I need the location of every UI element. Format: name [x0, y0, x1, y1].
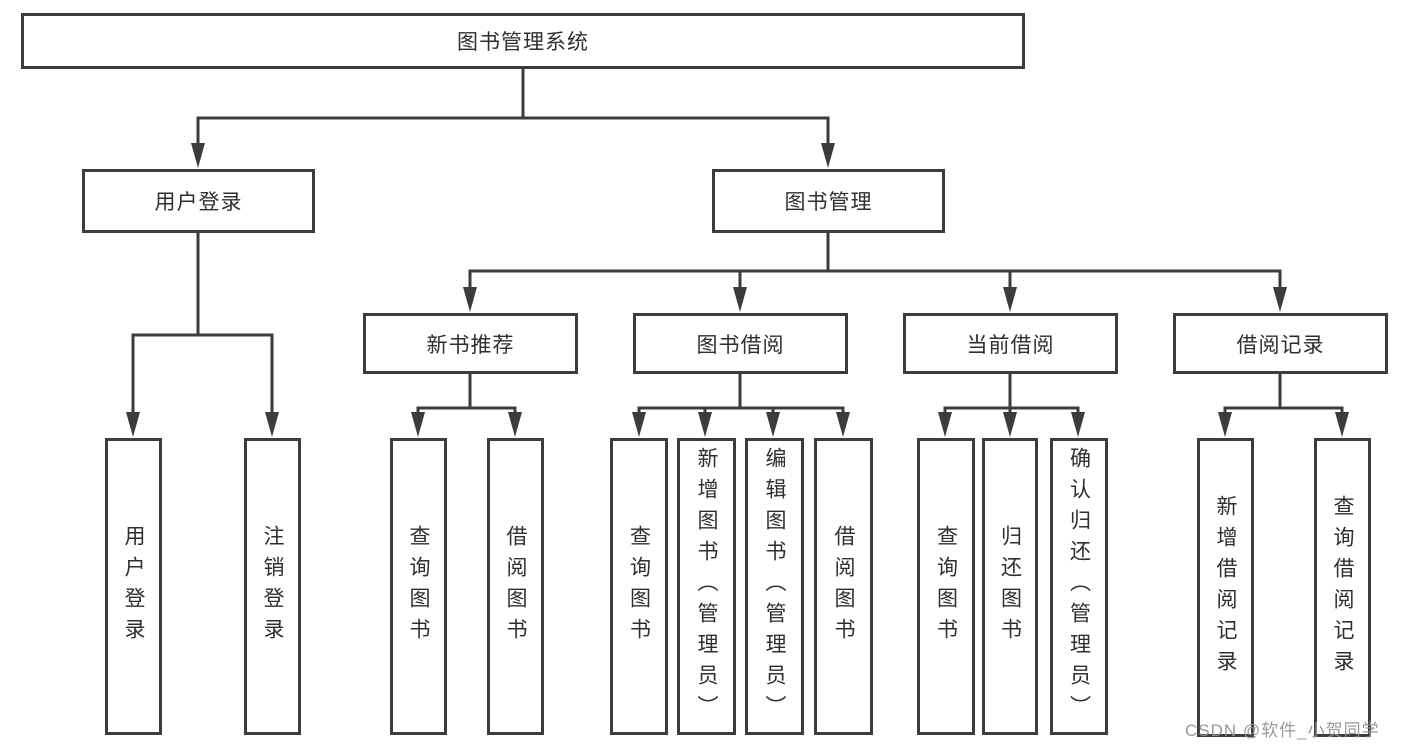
- leaf-add-borrow-record: 新增借阅记录: [1197, 438, 1254, 737]
- node-book-borrow: 图书借阅: [633, 313, 848, 374]
- csdn-watermark: CSDN @软件_小贺同学: [1185, 721, 1380, 740]
- leaf-borrow-books: 借阅图书: [814, 438, 873, 735]
- node-new-book-recommend: 新书推荐: [363, 313, 578, 374]
- node-book-management: 图书管理: [712, 169, 945, 233]
- leaf-edit-books-admin: 编辑图书（管理员）: [745, 438, 804, 735]
- leaf-query-books-recommend: 查询图书: [390, 438, 447, 735]
- leaf-logout: 注销登录: [244, 438, 301, 735]
- node-user-login: 用户登录: [82, 169, 315, 233]
- leaf-add-books-admin: 新增图书（管理员）: [677, 438, 736, 735]
- node-borrow-records: 借阅记录: [1173, 313, 1388, 374]
- node-current-borrow: 当前借阅: [903, 313, 1118, 374]
- leaf-query-books-current: 查询图书: [917, 438, 975, 735]
- leaf-borrow-books-recommend: 借阅图书: [487, 438, 544, 735]
- leaf-query-books-borrow: 查询图书: [610, 438, 668, 735]
- node-root: 图书管理系统: [21, 13, 1025, 69]
- leaf-query-borrow-record: 查询借阅记录: [1314, 438, 1371, 737]
- leaf-user-login: 用户登录: [105, 438, 162, 735]
- leaf-confirm-return-admin: 确认归还（管理员）: [1050, 438, 1108, 735]
- leaf-return-books: 归还图书: [982, 438, 1038, 735]
- arrowheads: [126, 143, 1349, 437]
